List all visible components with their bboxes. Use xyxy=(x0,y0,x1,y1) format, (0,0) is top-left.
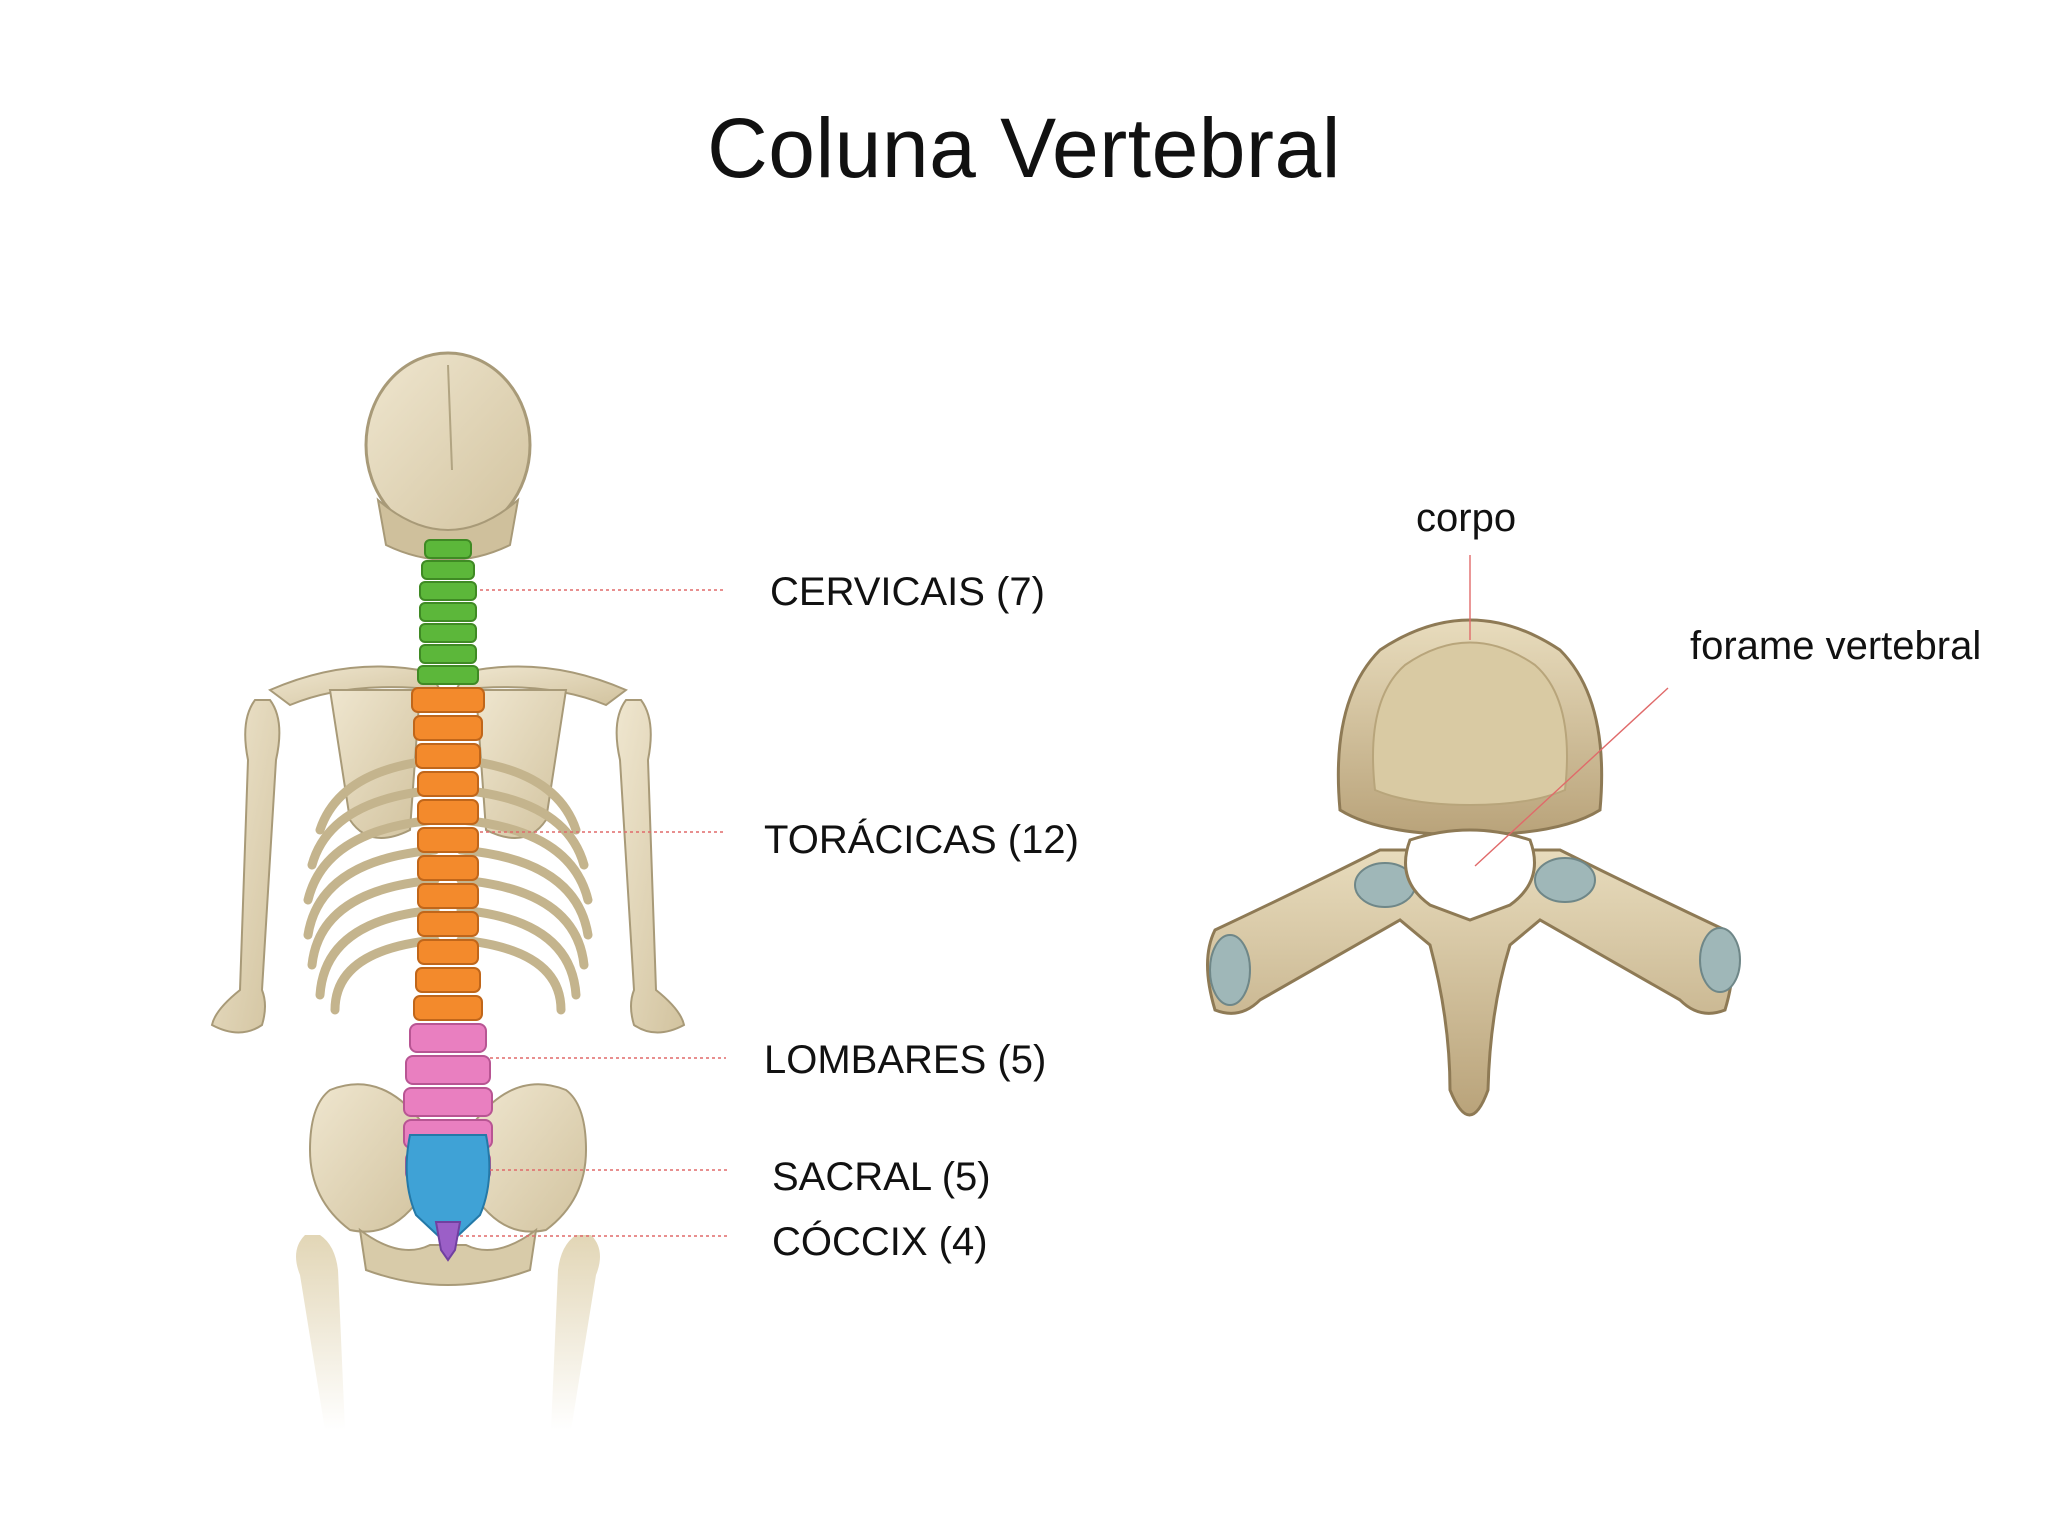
legs xyxy=(296,1235,600,1430)
label-coccix: CÓCCIX (4) xyxy=(772,1220,988,1264)
vertebral-foramen xyxy=(1404,828,1536,922)
slide-title: Coluna Vertebral xyxy=(707,101,1341,195)
sacrum xyxy=(405,1134,491,1247)
label-toracicas: TORÁCICAS (12) xyxy=(764,818,1079,862)
right-articular-facet xyxy=(1534,857,1596,903)
vertebral-column xyxy=(403,539,493,1262)
coccyx xyxy=(434,1221,462,1262)
skull xyxy=(364,351,532,561)
shoulder-girdle xyxy=(268,665,628,839)
label-cervicais: CERVICAIS (7) xyxy=(770,570,1045,614)
label-lombares: LOMBARES (5) xyxy=(764,1038,1047,1082)
cervical-vertebrae xyxy=(417,539,479,685)
left-transverse-facet xyxy=(1209,934,1251,1006)
skeleton-leader-lines xyxy=(460,589,728,1237)
vertebral-body-cancellous xyxy=(1372,641,1568,807)
pelvis xyxy=(308,1083,588,1286)
thoracic-vertebrae xyxy=(411,687,485,1021)
label-forame-vertebral: forame vertebral xyxy=(1690,624,1982,668)
rib-cage xyxy=(303,755,593,1015)
right-transverse-facet xyxy=(1699,927,1741,993)
arms xyxy=(210,699,686,1034)
vertebra-leader-lines xyxy=(1469,555,1669,867)
label-sacral: SACRAL (5) xyxy=(772,1155,991,1199)
label-corpo: corpo xyxy=(1416,496,1517,540)
